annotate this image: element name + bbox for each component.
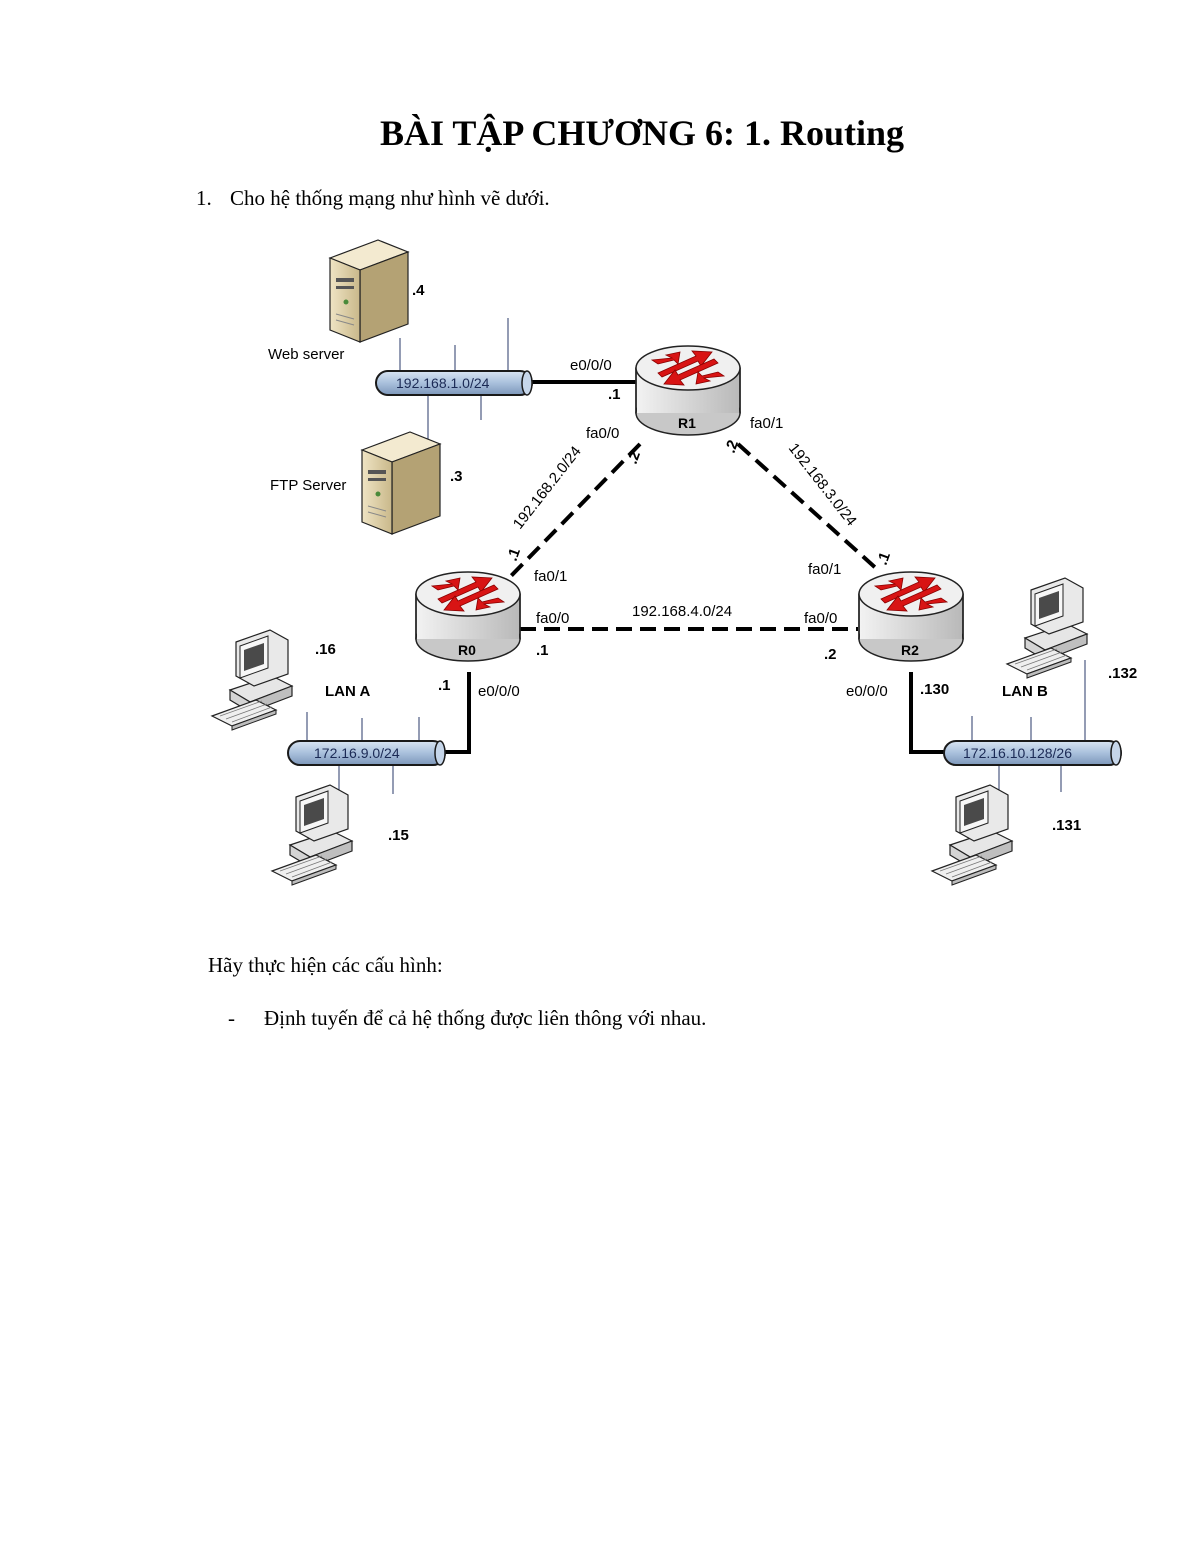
r0-e0-ip: .1 xyxy=(438,677,451,694)
pc-a1-icon xyxy=(211,629,293,731)
web-server-label: Web server xyxy=(268,346,344,363)
router-r2-label: R2 xyxy=(901,642,919,658)
task-marker: - xyxy=(228,1006,235,1030)
r1-e0-label: e0/0/0 xyxy=(570,357,612,374)
r0-fa00-ip: .1 xyxy=(536,642,549,659)
r1-fa00-ip: .2 xyxy=(624,449,644,467)
r0-fa01-ip: .1 xyxy=(504,546,524,564)
r2-e0-ip: .130 xyxy=(920,681,949,698)
r1-fa00-label: fa0/0 xyxy=(586,425,619,442)
pc-a1-ip: .16 xyxy=(315,641,336,658)
r0-fa01-label: fa0/1 xyxy=(534,568,567,585)
page-title: BÀI TẬP CHƯƠNG 6: 1. Routing xyxy=(379,113,905,153)
lan-a-label: LAN A xyxy=(325,683,370,700)
ftp-server-ip: .3 xyxy=(450,468,463,485)
r2-fa00-ip: .2 xyxy=(824,646,837,663)
net-r0-r2-label: 192.168.4.0/24 xyxy=(632,603,732,620)
bus-server-net: 192.168.1.0/24 xyxy=(375,370,533,396)
link-r2-lan-b xyxy=(909,672,945,754)
pc-b1-icon xyxy=(1006,577,1088,679)
lan-b-label: LAN B xyxy=(1002,683,1048,700)
r2-fa01-label: fa0/1 xyxy=(808,561,841,578)
pc-b2-icon xyxy=(931,784,1013,886)
ftp-server-label: FTP Server xyxy=(270,477,346,494)
r1-e0-ip: .1 xyxy=(608,386,621,403)
r1-fa01-label: fa0/1 xyxy=(750,415,783,432)
question-text: Cho hệ thống mạng như hình vẽ dưới. xyxy=(230,186,550,210)
instruction-text: Hãy thực hiện các cấu hình: xyxy=(208,953,443,977)
link-r1-r2 xyxy=(736,442,880,572)
server-net-label: 192.168.1.0/24 xyxy=(396,375,490,391)
router-r1-label: R1 xyxy=(678,415,696,431)
pc-a2-icon xyxy=(271,784,353,886)
question-item: 1. Cho hệ thống mạng như hình vẽ dưới. xyxy=(196,186,550,211)
pc-a2-ip: .15 xyxy=(388,827,409,844)
r2-fa01-ip: .1 xyxy=(874,550,894,568)
r2-fa00-label: fa0/0 xyxy=(804,610,837,627)
r0-e0-label: e0/0/0 xyxy=(478,683,520,700)
web-server-icon xyxy=(328,239,410,343)
task-item: - Định tuyến để cả hệ thống được liên thô… xyxy=(228,1006,706,1031)
r1-fa01-ip: .2 xyxy=(722,438,742,456)
bus-lan-b: 172.16.10.128/26 xyxy=(943,740,1122,766)
r2-e0-label: e0/0/0 xyxy=(846,683,888,700)
lan-a-net-label: 172.16.9.0/24 xyxy=(314,745,400,761)
r0-fa00-label: fa0/0 xyxy=(536,610,569,627)
net-r1-r2-label: 192.168.3.0/24 xyxy=(785,440,860,529)
net-r1-r0-label: 192.168.2.0/24 xyxy=(510,443,585,532)
bus-lan-a: 172.16.9.0/24 xyxy=(287,740,446,766)
pc-b2-ip: .131 xyxy=(1052,817,1081,834)
pc-b1-ip: .132 xyxy=(1108,665,1137,682)
link-r0-lan-a xyxy=(444,672,471,754)
ftp-server-icon xyxy=(360,431,442,535)
web-server-ip: .4 xyxy=(412,282,425,299)
question-number: 1. xyxy=(196,186,212,210)
lan-b-net-label: 172.16.10.128/26 xyxy=(963,745,1072,761)
router-r0-label: R0 xyxy=(458,642,476,658)
task-text: Định tuyến để cả hệ thống được liên thôn… xyxy=(264,1006,707,1030)
link-r1-r0 xyxy=(508,442,642,579)
